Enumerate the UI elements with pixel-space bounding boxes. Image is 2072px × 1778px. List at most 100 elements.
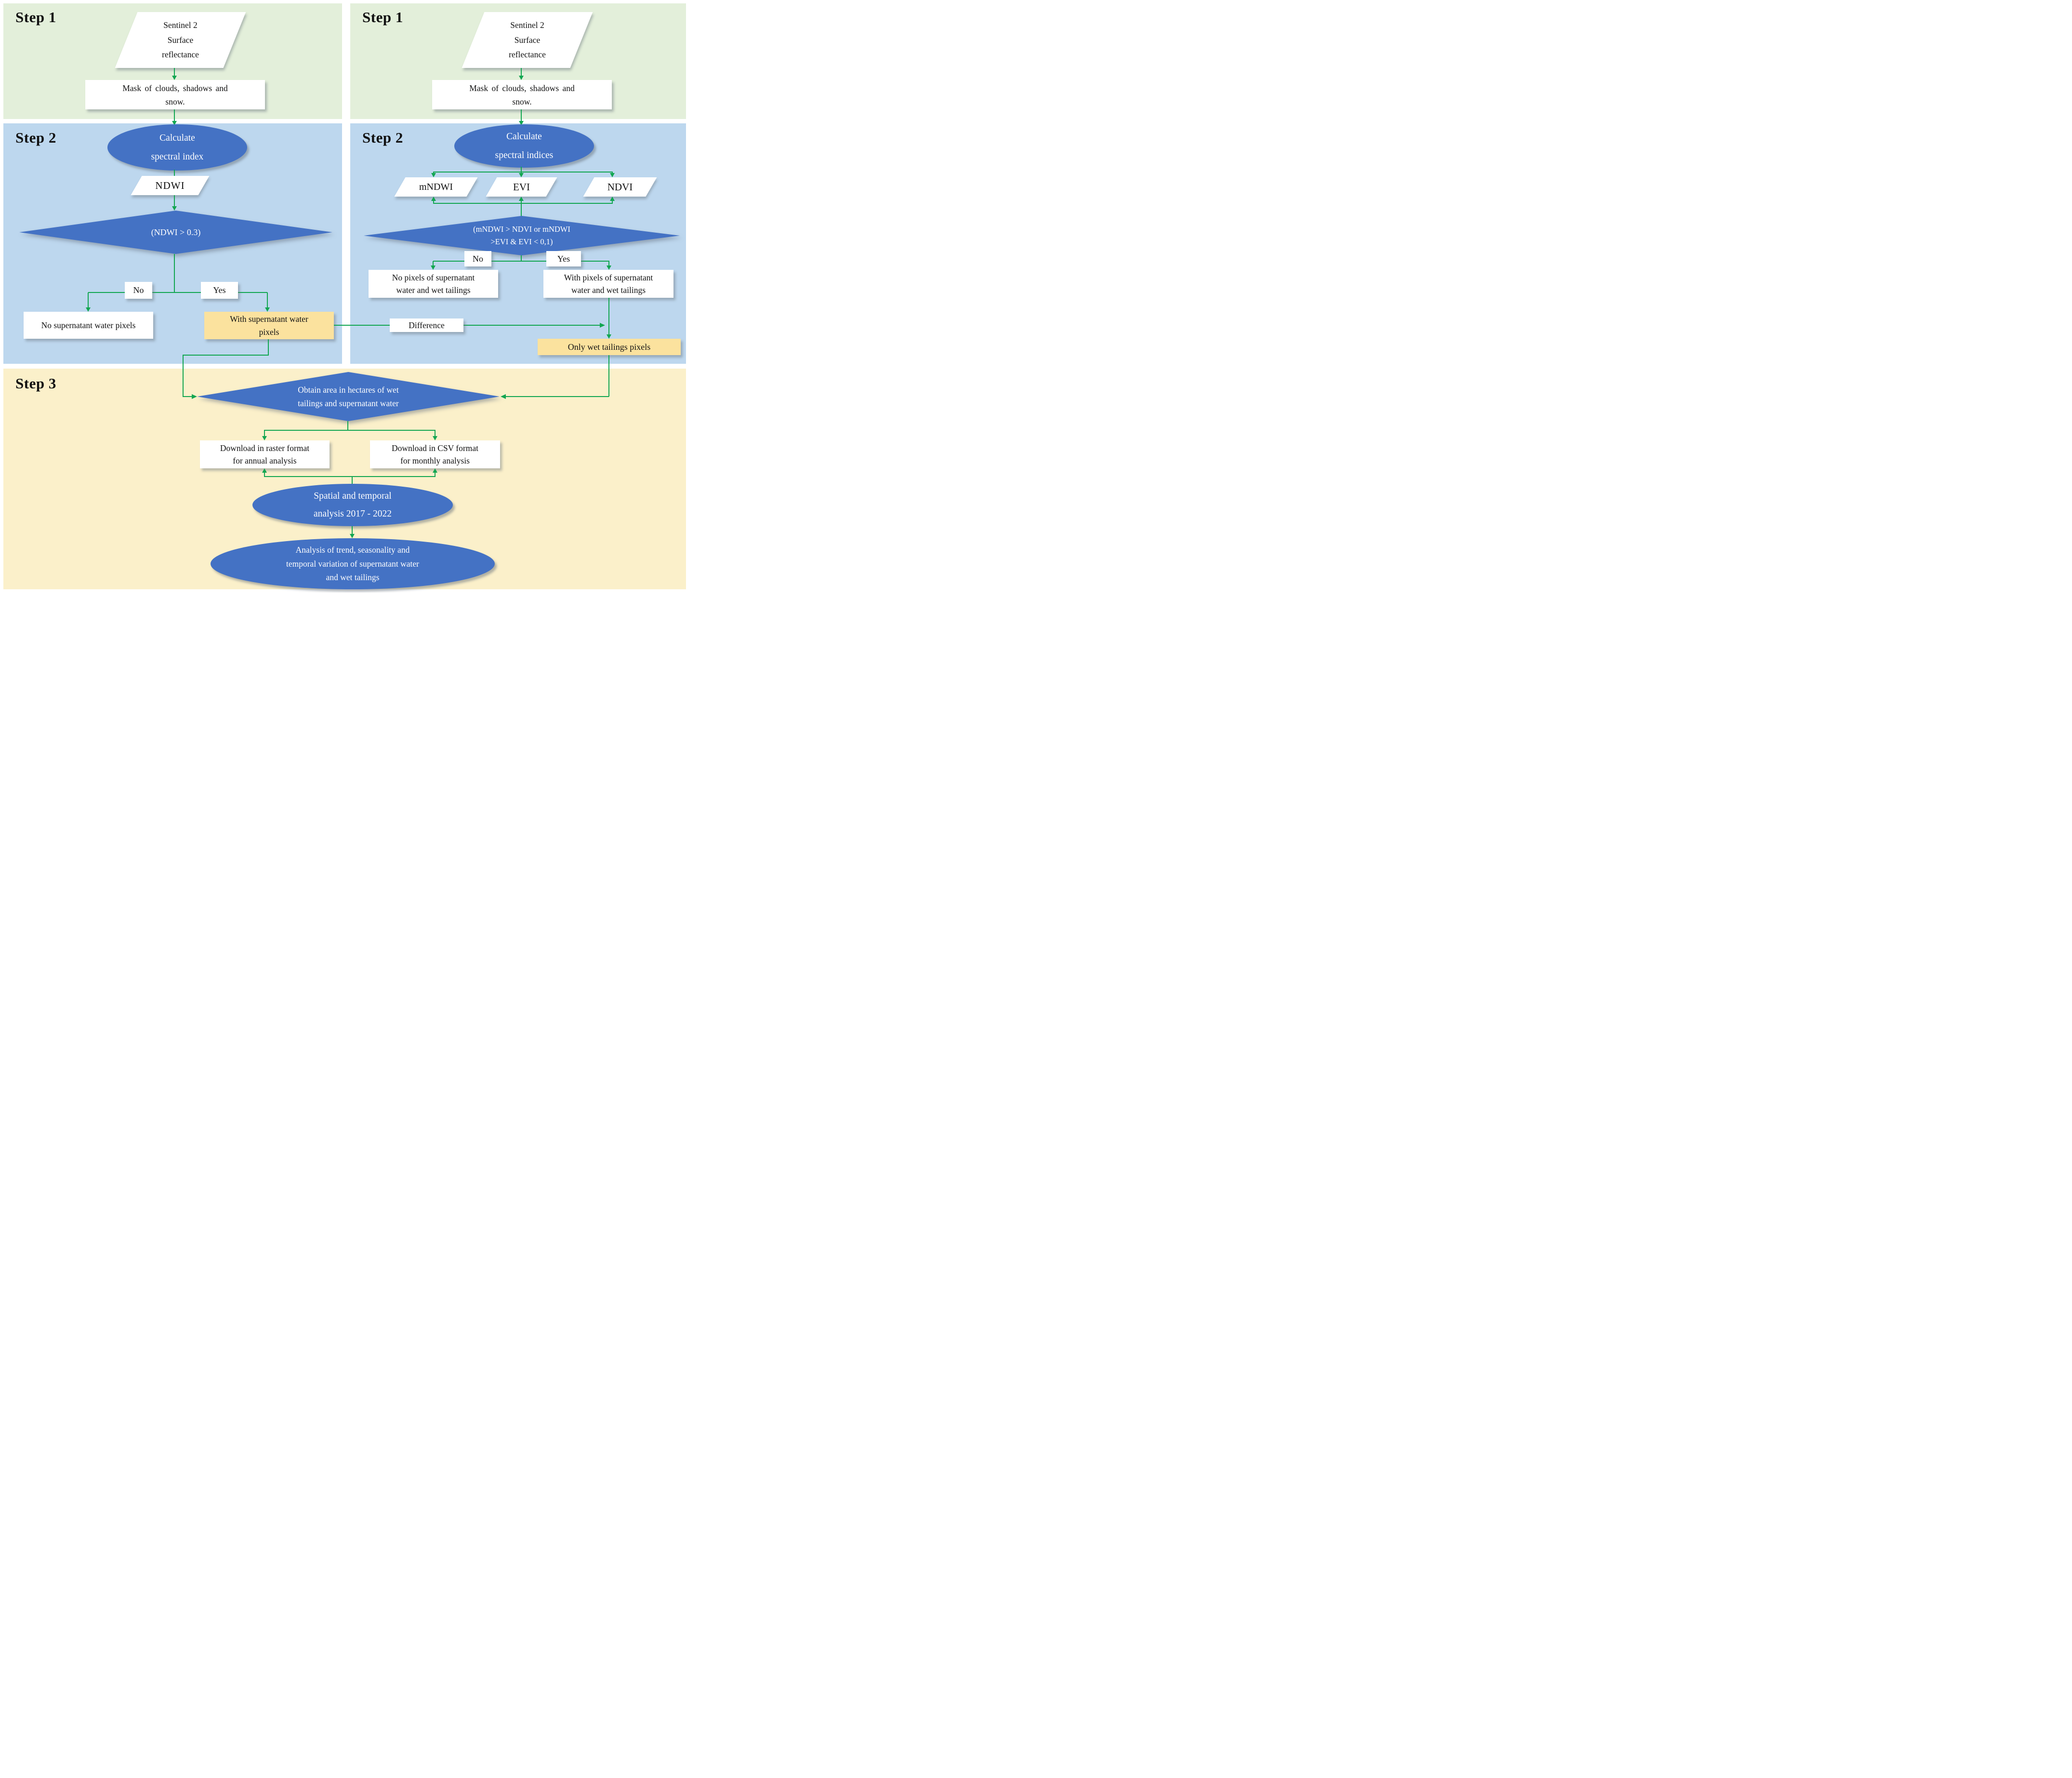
- arrowhead-down: [172, 76, 177, 80]
- arrowhead-left: [501, 394, 506, 399]
- arrowhead-up: [610, 197, 615, 201]
- indices-decision-diamond: (mNDWI > NDVI or mNDWI >EVI & EVI < 0,1): [364, 216, 680, 255]
- arrowhead-up: [262, 468, 267, 473]
- connector: [521, 203, 522, 216]
- sentinel-parallelogram-left-text: Sentinel 2 Surface reflectance: [162, 20, 199, 60]
- arrowhead-down: [265, 307, 270, 312]
- with-supernatant-box: With supernatant water pixels: [204, 312, 334, 339]
- sentinel-parallelogram-right-text: Sentinel 2 Surface reflectance: [509, 20, 546, 60]
- arrowhead-up: [433, 468, 437, 473]
- difference-label: Difference: [390, 318, 463, 332]
- arrowhead-down: [262, 436, 267, 440]
- area-decision-diamond: Obtain area in hectares of wet tailings …: [197, 372, 500, 421]
- ndwi-parallelogram-text: NDWI: [155, 179, 185, 191]
- yes-branch-label-right: Yes: [546, 251, 581, 266]
- arrowhead-right: [600, 323, 605, 328]
- connector: [88, 292, 267, 293]
- ndvi-parallelogram: NDVI: [583, 177, 657, 197]
- spatial-temporal-ellipse: Spatial and temporal analysis 2017 - 202…: [252, 484, 453, 526]
- with-pixels-box: With pixels of supernatant water and wet…: [543, 270, 673, 298]
- calc-index-ellipse-left: Calculate spectral index: [107, 124, 247, 171]
- connector: [268, 339, 269, 356]
- connector: [433, 261, 434, 267]
- arrowhead-down: [519, 173, 524, 177]
- connector: [506, 396, 609, 397]
- connector: [334, 325, 600, 326]
- connector: [521, 68, 522, 77]
- connector: [435, 472, 436, 477]
- connector: [608, 261, 609, 267]
- connector: [612, 199, 613, 203]
- connector: [174, 68, 175, 77]
- step3-label: Step 3: [15, 375, 56, 392]
- connector: [352, 526, 353, 534]
- yes-branch-label-left: Yes: [201, 282, 238, 299]
- connector: [608, 298, 609, 335]
- step1-right-label: Step 1: [362, 9, 403, 26]
- step2-right-label: Step 2: [362, 129, 403, 146]
- ndwi-decision-diamond: (NDWI > 0.3): [19, 211, 332, 254]
- connector: [174, 109, 175, 122]
- arrowhead-down: [86, 307, 91, 312]
- evi-parallelogram: EVI: [486, 177, 557, 197]
- mask-box-right: Mask of clouds, shadows and snow.: [432, 80, 612, 109]
- connector: [521, 255, 522, 262]
- ndwi-decision-diamond-wrap: (NDWI > 0.3): [19, 211, 332, 254]
- arrowhead-down: [350, 534, 355, 538]
- no-supernatant-box: No supernatant water pixels: [24, 312, 153, 339]
- arrowhead-down: [607, 265, 611, 270]
- connector: [521, 167, 522, 172]
- connector: [264, 472, 265, 477]
- arrowhead-down: [172, 206, 177, 211]
- no-branch-label-right: No: [464, 251, 491, 266]
- connector: [267, 292, 268, 308]
- sentinel-parallelogram-left: Sentinel 2 Surface reflectance: [115, 12, 246, 68]
- arrowhead-down: [431, 173, 436, 177]
- arrowhead-down: [431, 265, 436, 270]
- connector: [435, 430, 436, 437]
- arrowhead-down: [172, 121, 177, 125]
- connector: [183, 355, 184, 397]
- connector: [521, 109, 522, 122]
- connector: [347, 421, 348, 431]
- connector: [174, 254, 175, 292]
- calc-indices-ellipse-right: Calculate spectral indices: [454, 124, 594, 168]
- arrowhead-down: [519, 121, 524, 125]
- connector: [183, 355, 269, 356]
- only-wet-tailings-box: Only wet tailings pixels: [538, 339, 681, 355]
- flowchart: Step 1 Step 1 Step 2 Step 2 Step 3 Senti…: [0, 0, 691, 593]
- connector: [183, 396, 192, 397]
- arrowhead-right: [192, 394, 197, 399]
- connector: [521, 199, 522, 203]
- indices-decision-diamond-wrap: (mNDWI > NDVI or mNDWI >EVI & EVI < 0,1): [364, 216, 680, 255]
- csv-download-box: Download in CSV format for monthly analy…: [370, 440, 500, 468]
- connector: [608, 355, 609, 397]
- connector: [174, 195, 175, 207]
- connector: [433, 261, 609, 262]
- sentinel-parallelogram-right: Sentinel 2 Surface reflectance: [462, 12, 593, 68]
- trend-analysis-ellipse: Analysis of trend, seasonality and tempo…: [211, 538, 495, 589]
- no-branch-label-left: No: [125, 282, 152, 299]
- connector: [264, 430, 436, 431]
- connector: [352, 476, 353, 484]
- ndvi-parallelogram-text: NDVI: [607, 181, 633, 193]
- connector: [88, 292, 89, 308]
- no-pixels-box: No pixels of supernatant water and wet t…: [369, 270, 498, 298]
- mask-box-left: Mask of clouds, shadows and snow.: [85, 80, 265, 109]
- area-decision-diamond-wrap: Obtain area in hectares of wet tailings …: [197, 372, 500, 421]
- arrowhead-down: [519, 76, 524, 80]
- arrowhead-up: [519, 197, 524, 201]
- connector: [264, 430, 265, 437]
- connector: [174, 170, 175, 176]
- connector: [433, 203, 613, 204]
- evi-parallelogram-text: EVI: [513, 181, 530, 193]
- step2-left-label: Step 2: [15, 129, 56, 146]
- mndwi-parallelogram: mNDWI: [394, 177, 478, 197]
- step1-left-label: Step 1: [15, 9, 56, 26]
- arrowhead-down: [607, 334, 611, 339]
- arrowhead-down: [433, 436, 437, 440]
- connector: [433, 199, 434, 203]
- raster-download-box: Download in raster format for annual ana…: [200, 440, 330, 468]
- arrowhead-down: [610, 173, 615, 177]
- arrowhead-up: [431, 197, 436, 201]
